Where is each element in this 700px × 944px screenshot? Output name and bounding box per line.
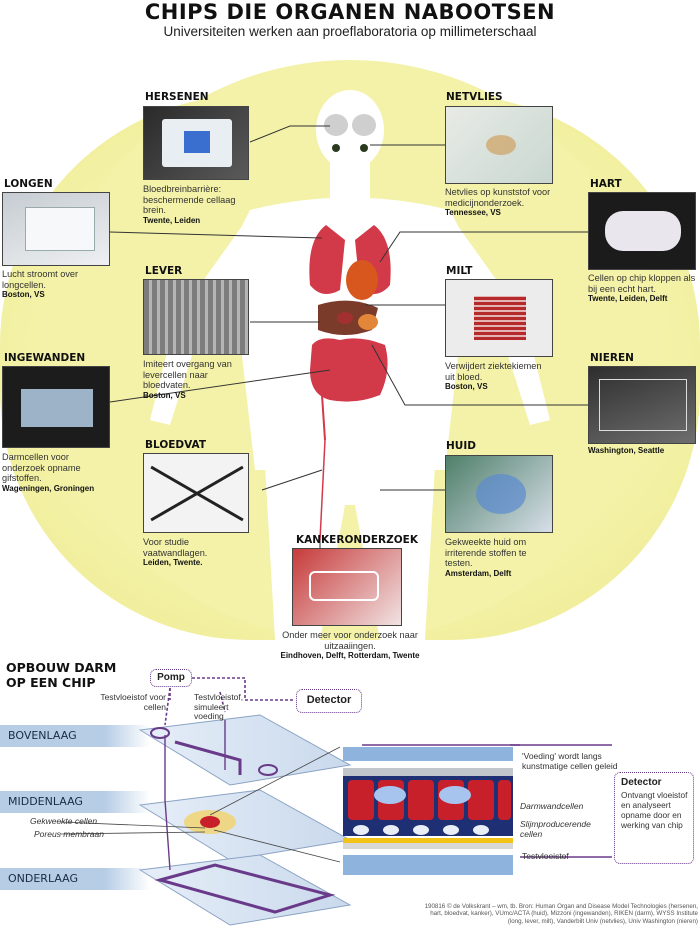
- detector-box: Detector: [296, 689, 362, 713]
- photo-hersenen: [143, 106, 249, 180]
- flow-solid: [164, 720, 612, 871]
- zoom-lines: [59, 746, 341, 863]
- caption-location: Leiden, Twente.: [143, 558, 203, 567]
- caption-text: Verwijdert ziektekiemen uit bloed.: [445, 361, 542, 382]
- flow-lines: [164, 677, 295, 726]
- photo-hart: [588, 192, 696, 270]
- photo-bloedvat: [143, 453, 249, 533]
- caption-nieren: Washington, Seattle: [588, 446, 698, 457]
- caption-milt: Verwijdert ziektekiemen uit bloed. Bosto…: [445, 361, 553, 393]
- label-darmwandcellen: Darmwandcellen: [520, 801, 584, 811]
- caption-text: Cellen op chip kloppen als bij een echt …: [588, 273, 696, 294]
- caption-text: Darmcellen voor onderzoek opname gifstof…: [2, 452, 81, 483]
- caption-text: Lucht stroomt over longcellen.: [2, 269, 79, 290]
- caption-text: Netvlies op kunststof voor medicijnonder…: [445, 187, 551, 208]
- photo-ingewanden: [2, 366, 110, 448]
- label-netvlies: NETVLIES: [446, 91, 503, 103]
- page-subtitle: Universiteiten werken aan proeflaborator…: [163, 24, 537, 39]
- label-ingewanden: INGEWANDEN: [4, 352, 86, 364]
- caption-location: Eindhoven, Delft, Rotterdam, Twente: [280, 651, 420, 660]
- caption-longen: Lucht stroomt over longcellen. Boston, V…: [2, 269, 106, 301]
- caption-location: Twente, Leiden: [143, 215, 201, 225]
- caption-bloedvat: Voor studie vaatwandlagen. Leiden, Twent…: [143, 537, 249, 569]
- photo-milt: [445, 279, 553, 357]
- label-testvloeistof: Testvloeistof: [522, 851, 569, 861]
- photo-netvlies: [445, 106, 553, 184]
- caption-location: Boston, VS: [143, 390, 186, 400]
- layer-onderlaag: ONDERLAAG: [0, 868, 150, 890]
- diagram-title-line1: OPBOUW DARM: [6, 660, 117, 675]
- photo-huid: [445, 455, 553, 533]
- label-bloedvat: BLOEDVAT: [145, 439, 207, 451]
- caption-ingewanden: Darmcellen voor onderzoek opname gifstof…: [2, 452, 112, 494]
- layer-middenlaag: MIDDENLAAG: [0, 791, 150, 813]
- caption-location: Tennessee, VS: [445, 208, 501, 217]
- label-gekweekte-cellen: Gekweekte cellen: [30, 816, 98, 826]
- diagram-title: OPBOUW DARM OP EEN CHIP: [6, 660, 116, 690]
- detector-info-title: Detector: [621, 777, 662, 788]
- page-title: CHIPS DIE ORGANEN NABOOTSEN: [144, 0, 556, 24]
- caption-text: Bloedbreinbarrière: beschermende cellaag…: [143, 184, 236, 215]
- chip-layers: [138, 714, 352, 926]
- pump-box: Pomp: [150, 669, 192, 687]
- label-voeding-note: 'Voeding' wordt langs kunstmatige cellen…: [522, 751, 618, 771]
- caption-huid: Gekweekte huid om irriterende stoffen te…: [445, 537, 555, 579]
- caption-location: Amsterdam, Delft: [445, 568, 512, 578]
- photo-kanker: [292, 548, 402, 626]
- label-lever: LEVER: [145, 265, 183, 277]
- label-testvloeistof-cellen: Testvloeistof voor cellen: [100, 692, 166, 712]
- caption-hersenen: Bloedbreinbarrière: beschermende cellaag…: [143, 184, 251, 226]
- photo-nieren: [588, 366, 696, 444]
- caption-location: Boston, VS: [445, 382, 488, 391]
- credits: 190816 © de Volkskrant – wm, tb. Bron: H…: [424, 903, 698, 925]
- label-kanker: KANKERONDERZOEK: [296, 534, 418, 546]
- caption-lever: Imiteert overgang van levercellen naar b…: [143, 359, 249, 401]
- caption-hart: Cellen op chip kloppen als bij een echt …: [588, 273, 698, 305]
- photo-lever: [143, 279, 249, 355]
- label-hersenen: HERSENEN: [145, 91, 209, 103]
- organs: [309, 225, 391, 541]
- caption-text: Gekweekte huid om irriterende stoffen te…: [445, 537, 527, 568]
- label-milt: MILT: [446, 265, 473, 277]
- label-hart: HART: [590, 178, 622, 190]
- connector-lines: [109, 125, 588, 548]
- detector-info-text: Ontvangt vloeistof en analyseert opname …: [621, 790, 688, 830]
- label-huid: HUID: [446, 440, 476, 452]
- caption-text: Voor studie vaatwandlagen.: [143, 537, 208, 558]
- cross-section: [343, 747, 513, 875]
- layer-bovenlaag: BOVENLAAG: [0, 725, 150, 747]
- caption-text: Imiteert overgang van levercellen naar b…: [143, 359, 232, 390]
- caption-location: Boston, VS: [2, 290, 45, 299]
- label-testvloeistof-voeding: Testvloeistof, simuleert voeding: [194, 692, 244, 721]
- caption-kanker: Onder meer voor onderzoek naar uitzaaiin…: [266, 630, 434, 662]
- brain-shape: [324, 114, 376, 152]
- label-slijm: Slijmproducerende cellen: [520, 819, 591, 839]
- caption-text: Onder meer voor onderzoek naar uitzaaiin…: [282, 630, 418, 651]
- label-nieren: NIEREN: [590, 352, 634, 364]
- diagram-title-line2: OP EEN CHIP: [6, 675, 96, 690]
- photo-longen: [2, 192, 110, 266]
- label-poreus-membraan: Poreus membraan: [34, 829, 104, 839]
- caption-location: Wageningen, Groningen: [2, 483, 95, 493]
- caption-netvlies: Netvlies op kunststof voor medicijnonder…: [445, 187, 557, 219]
- detector-info-box: Detector Ontvangt vloeistof en analyseer…: [614, 772, 694, 864]
- caption-location: Twente, Leiden, Delft: [588, 294, 668, 303]
- caption-location: Washington, Seattle: [588, 446, 665, 455]
- label-longen: LONGEN: [4, 178, 53, 190]
